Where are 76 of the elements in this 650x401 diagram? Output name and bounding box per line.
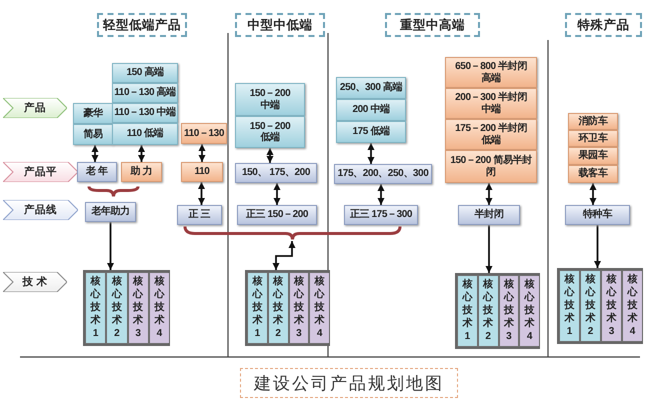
arrow xyxy=(594,225,601,268)
series-box: 175、200、250、300 xyxy=(334,164,432,184)
product-box: 载客车 xyxy=(568,165,618,183)
product-box: 110－130 中端 xyxy=(112,103,178,123)
tech-panel xyxy=(455,273,540,349)
product-box: 200－300 半封闭中端 xyxy=(445,88,537,119)
product-box: 110－130 高端 xyxy=(112,83,178,103)
row-header: 产品 xyxy=(3,98,67,118)
series-box: 老 年 xyxy=(77,162,117,182)
arrow xyxy=(92,145,98,162)
arrow xyxy=(486,225,492,273)
arrow xyxy=(272,241,296,270)
series-box: 正 三 xyxy=(177,205,222,225)
tech-column: 核心技术2 xyxy=(581,271,600,341)
arrow xyxy=(378,184,384,205)
tech-column: 核心技术2 xyxy=(107,273,126,343)
series-box: 特种车 xyxy=(565,205,630,225)
product-box: 110 低端 xyxy=(112,123,178,145)
series-box: 150、 175、200 xyxy=(235,163,317,183)
product-box: 150－200 低端 xyxy=(235,116,305,148)
tech-column: 核心技术1 xyxy=(86,273,106,343)
tech-column: 核心技术2 xyxy=(268,273,288,343)
tech-panel xyxy=(83,270,170,346)
tech-column: 核心技术1 xyxy=(248,273,267,343)
tech-column: 核心技术2 xyxy=(478,276,498,346)
row-header: 技 术 xyxy=(3,272,67,292)
arrow xyxy=(107,222,114,270)
arrow xyxy=(138,145,145,162)
arrow xyxy=(486,183,492,205)
row-header: 产品线 xyxy=(3,200,78,220)
product-box: 150－200 简易半封闭 xyxy=(445,150,537,183)
arrow xyxy=(368,143,374,164)
tech-column: 核心技术3 xyxy=(128,273,148,343)
arrow xyxy=(266,148,274,163)
product-box: 助 力 xyxy=(121,162,162,182)
curly-brace xyxy=(183,225,402,241)
product-box: 150 高端 xyxy=(112,63,178,83)
product-box: 果园车 xyxy=(568,147,618,165)
tech-column: 核心技术1 xyxy=(560,271,579,341)
product-box: 175－200 半封闭低端 xyxy=(445,119,537,150)
tech-panel xyxy=(245,270,330,346)
arrow xyxy=(590,183,596,205)
product-box: 650－800 半封闭高端 xyxy=(445,57,537,88)
curly-brace xyxy=(87,185,140,198)
tech-panel xyxy=(557,268,643,344)
tech-column: 核心技术3 xyxy=(500,276,518,346)
product-box: 250、300 高端 xyxy=(336,77,406,99)
caption: 建设公司产品规划地图 xyxy=(240,368,458,398)
product-box: 豪华 xyxy=(73,103,113,124)
section-heading: 轻型低端产品 xyxy=(97,13,187,37)
section-heading: 中型中低端 xyxy=(235,13,325,37)
product-box: 110 xyxy=(181,162,223,182)
product-box: 消防车 xyxy=(568,113,618,130)
tech-column: 核心技术4 xyxy=(623,271,642,341)
tech-column: 核心技术1 xyxy=(458,276,477,346)
product-box: 200 中端 xyxy=(336,99,406,121)
tech-column: 核心技术3 xyxy=(290,273,308,343)
row-header: 产品平 xyxy=(3,162,78,182)
product-box: 环卫车 xyxy=(568,130,618,147)
product-box: 175 低端 xyxy=(336,121,406,143)
tech-column: 核心技术4 xyxy=(520,276,539,346)
series-box: 半封闭 xyxy=(458,205,520,225)
section-heading: 重型中高端 xyxy=(385,13,480,37)
series-box: 正三 175－300 xyxy=(344,205,418,225)
section-heading: 特殊产品 xyxy=(565,13,642,37)
series-box: 正三 150－200 xyxy=(237,205,317,225)
arrow xyxy=(274,183,280,205)
arrow xyxy=(198,144,206,162)
tech-column: 核心技术4 xyxy=(150,273,169,343)
tech-column: 核心技术4 xyxy=(310,273,329,343)
tech-column: 核心技术3 xyxy=(602,271,621,341)
product-box: 150－200 中端 xyxy=(235,83,305,116)
series-box: 老年助力 xyxy=(85,202,136,222)
arrow xyxy=(198,182,205,205)
product-box: 110－130 xyxy=(181,123,227,144)
product-box: 简易 xyxy=(73,124,113,145)
